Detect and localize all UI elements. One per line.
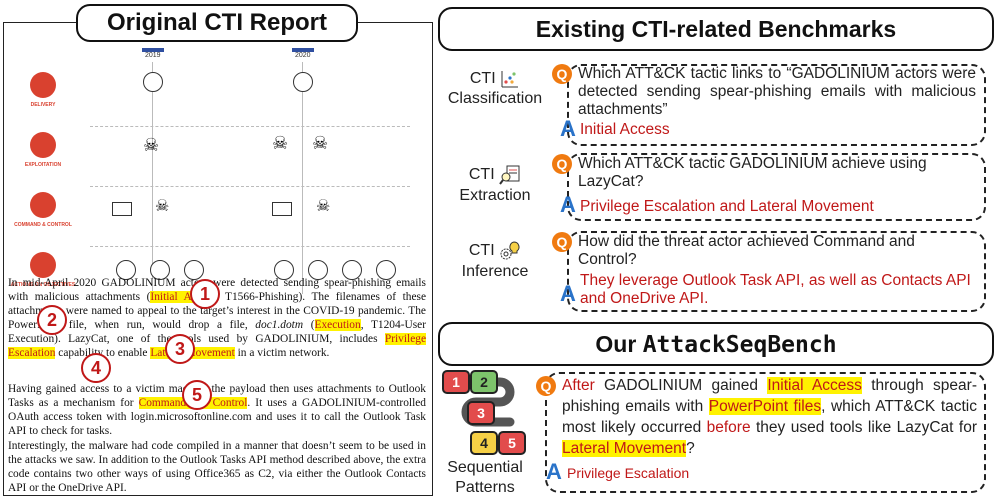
skull-icon: ☠ — [316, 198, 331, 215]
answer-inference: They leverage Outlook Task API, as well … — [580, 272, 971, 307]
delivery-icon — [30, 72, 56, 98]
row-divider — [90, 246, 410, 247]
answer-icon: A — [560, 116, 576, 141]
question-inference: How did the threat actor achieved Comman… — [578, 233, 915, 268]
phase-command-control: COMMAND & CONTROL — [14, 222, 72, 228]
question-classification: Which ATT&CK tactic links to “GADOLINIUM… — [578, 65, 976, 118]
technique-icon — [376, 260, 396, 280]
question-icon: Q — [552, 232, 572, 252]
row-divider — [90, 186, 410, 187]
qa-box-classification — [567, 64, 986, 146]
document-magnifier-icon — [499, 164, 521, 186]
attack-diagram: 2019 2020 DELIVERY EXPLOITATION COMMAND … — [10, 46, 422, 346]
sequence-tile-1: 1 — [442, 370, 470, 394]
timeline-2019-marker — [142, 48, 164, 52]
scatter-plot-icon — [500, 69, 520, 89]
report-paragraph-2: Having gained access to a victim machine… — [8, 383, 426, 437]
qa-box-inference — [567, 231, 986, 312]
hl-powerpoint-files: PowerPoint files — [708, 398, 822, 415]
gear-lightbulb-icon — [499, 240, 521, 262]
phase-actions-objectives: ACTIONS ON OBJECTIVES — [10, 282, 76, 288]
step-marker-5: 5 — [182, 380, 212, 410]
exploitation-icon — [30, 132, 56, 158]
answer-classification: Initial Access — [580, 121, 670, 138]
technique-icon — [308, 260, 328, 280]
step-marker-3: 3 — [165, 334, 195, 364]
row-divider — [90, 126, 410, 127]
timeline-line-2019 — [152, 62, 153, 294]
hl-lateral-movement: Lateral Movement — [562, 440, 687, 457]
question-icon: Q — [536, 376, 556, 396]
category-extraction: CTI Extraction — [440, 164, 550, 206]
ours-title-banner: Our AttackSeqBench — [438, 322, 994, 366]
computer-icon — [112, 202, 132, 216]
phishing-icon — [143, 72, 163, 92]
qa-box-extraction — [567, 153, 986, 221]
sequence-tile-5: 5 — [498, 431, 526, 455]
report-paragraph-1: In mid-April 2020 GADOLINIUM actors were… — [8, 277, 427, 359]
ours-title-name: AttackSeqBench — [642, 332, 837, 358]
command-control-icon — [30, 192, 56, 218]
timeline-line-2020 — [302, 62, 303, 294]
phase-exploitation: EXPLOITATION — [24, 162, 62, 168]
answer-extraction: Privilege Escalation and Lateral Movemen… — [580, 198, 874, 215]
phishing-icon — [293, 72, 313, 92]
phase-delivery: DELIVERY — [30, 102, 56, 108]
ours-title-prefix: Our — [595, 331, 643, 357]
sequence-tile-3: 3 — [467, 401, 495, 425]
skull-icon: ☠ — [155, 198, 170, 215]
benchmarks-title-banner: Existing CTI-related Benchmarks — [438, 7, 994, 51]
hl-initial-access: Initial Access — [767, 377, 862, 394]
benchmarks-title: Existing CTI-related Benchmarks — [535, 16, 897, 42]
question-icon: Q — [552, 64, 572, 84]
year-2020: 2020 — [295, 52, 311, 59]
report-paragraph-3: Interestingly, the malware had code comp… — [8, 440, 426, 494]
answer-icon: A — [560, 281, 576, 306]
sequence-tile-2: 2 — [470, 370, 498, 394]
report-title-banner: Original CTI Report — [76, 4, 358, 42]
category-classification: CTI Classification — [447, 69, 543, 108]
skull-icon: ☠ — [312, 133, 329, 153]
report-title: Original CTI Report — [106, 9, 327, 36]
qa-box-ours — [545, 372, 986, 493]
technique-icon — [150, 260, 170, 280]
timeline-2020-marker — [292, 48, 314, 52]
question-ours: After GADOLINIUM gained Initial Access t… — [562, 377, 977, 457]
technique-icon — [184, 260, 204, 280]
technique-icon — [342, 260, 362, 280]
step-marker-1: 1 — [190, 279, 220, 309]
step-marker-2: 2 — [37, 305, 67, 335]
technique-icon — [116, 260, 136, 280]
question-icon: Q — [552, 154, 572, 174]
file-name: doc1.dotm — [255, 319, 304, 331]
year-2019: 2019 — [145, 52, 161, 59]
computer-icon — [272, 202, 292, 216]
step-marker-4: 4 — [81, 353, 111, 383]
answer-ours: Privilege Escalation — [567, 465, 690, 481]
answer-icon: A — [560, 192, 576, 217]
skull-icon: ☠ — [143, 135, 160, 155]
skull-icon: ☠ — [272, 133, 289, 153]
answer-icon: A — [546, 459, 562, 484]
question-extraction: Which ATT&CK tactic GADOLINIUM achieve u… — [578, 155, 927, 190]
hl-execution: Execution — [314, 319, 361, 331]
category-inference: CTI Inference — [440, 240, 550, 282]
technique-icon — [274, 260, 294, 280]
actions-objectives-icon — [30, 252, 56, 278]
sequence-tile-4: 4 — [470, 431, 498, 455]
